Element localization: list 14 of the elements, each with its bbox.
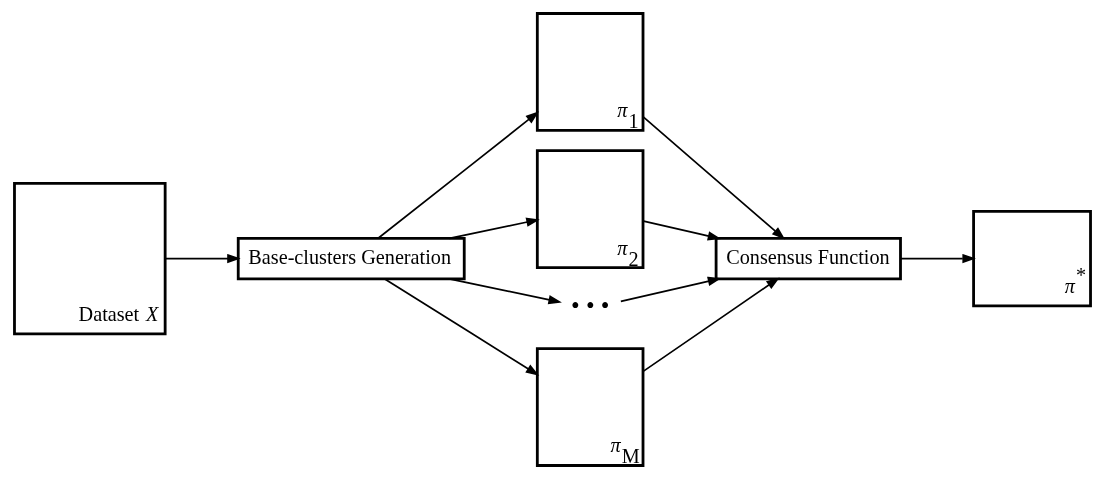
node-box: Base-clusters Generation <box>236 236 466 280</box>
arrow <box>448 277 562 304</box>
arrow <box>642 276 780 372</box>
arrow <box>383 277 540 376</box>
arrow <box>448 217 540 239</box>
arrow <box>642 219 722 240</box>
node-text: • • • <box>571 291 610 319</box>
arrow <box>377 110 540 239</box>
arrow <box>164 253 241 263</box>
arrow <box>620 276 722 302</box>
node-box: Consensus Function <box>714 236 902 280</box>
node-box: Dataset X <box>13 181 167 335</box>
arrow <box>642 115 786 240</box>
arrow <box>899 253 976 263</box>
